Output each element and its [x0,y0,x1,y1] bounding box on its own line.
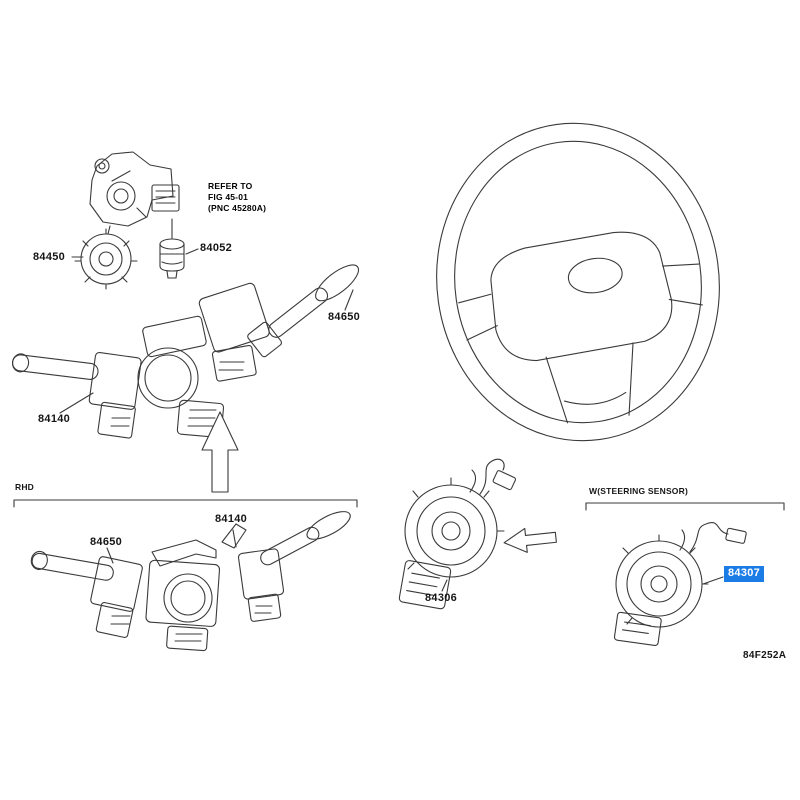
part-label-84052: 84052 [200,242,233,254]
ignition-lock-drawing [89,151,180,235]
refer-note-line2: FIG 45-01 [208,192,249,202]
part-label-84306: 84306 [425,592,458,604]
part-label-84650-upper: 84650 [328,311,361,323]
refer-note-line1: REFER TO [208,181,253,191]
steering-sensor-bracket [585,502,785,511]
combination-switch-lower-drawing [30,511,351,652]
part-label-84307-highlighted[interactable]: 84307 [724,566,765,582]
left-arrow [503,527,557,553]
combination-switch-upper-drawing [11,264,360,439]
refer-note: REFER TO FIG 45-01 (PNC 45280A) [208,181,266,214]
rhd-label: RHD [15,482,35,492]
key-cylinder-84450-drawing [74,228,138,290]
rhd-bracket [13,499,358,508]
steering-sensor-label: W(STEERING SENSOR) [589,486,688,496]
switch-84052-drawing [159,218,185,279]
refer-note-line3: (PNC 45280A) [208,203,267,213]
leader-lines [59,248,724,592]
part-label-84450: 84450 [33,251,66,263]
part-label-84140-lower: 84140 [215,513,248,525]
part-label-84650-lower: 84650 [90,536,123,548]
spiral-cable-84306-drawing [398,458,517,610]
up-arrow [201,411,239,493]
steering-wheel-drawing [436,122,720,442]
diagram-code: 84F252A [743,650,787,661]
part-label-84140-upper: 84140 [38,413,71,425]
spiral-cable-84307-drawing [613,522,747,647]
